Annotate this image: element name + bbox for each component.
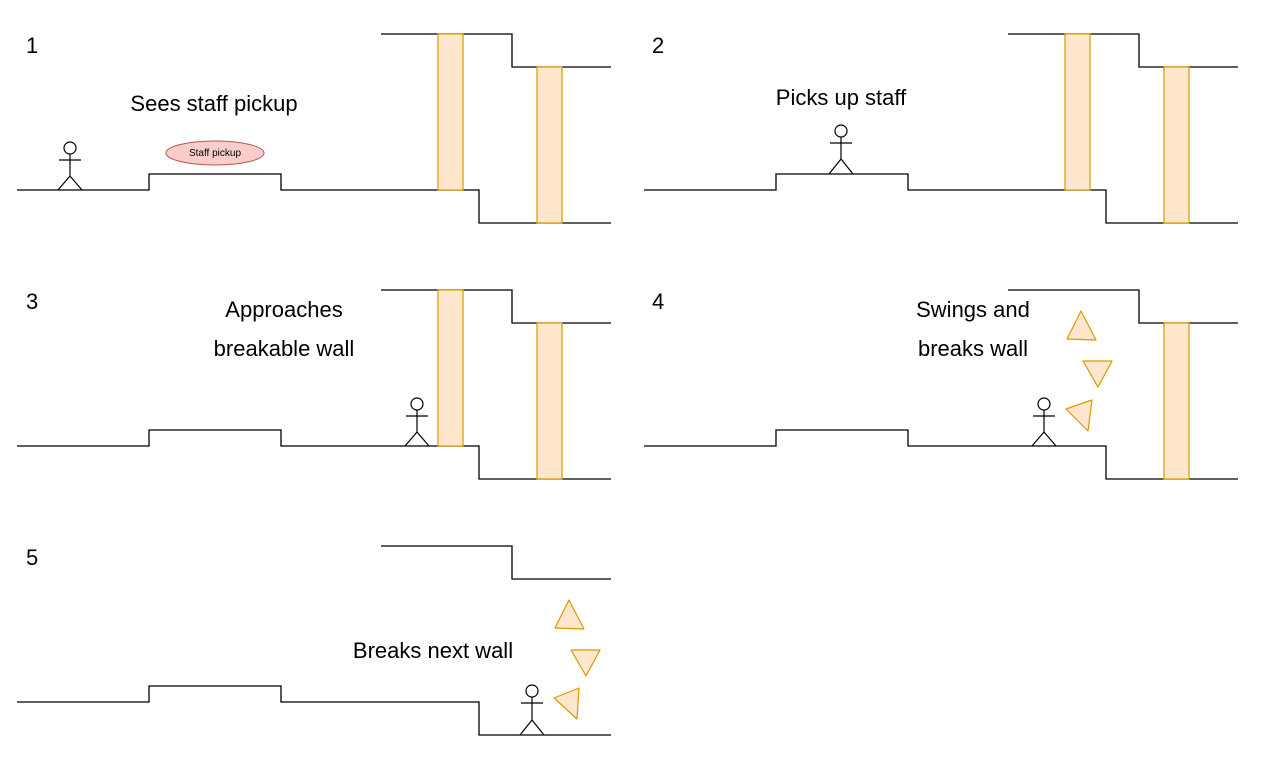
panel-number: 5	[26, 545, 38, 570]
staff-pickup-label: Staff pickup	[189, 148, 242, 159]
breakable-wall-next	[1163, 322, 1190, 480]
breakable-wall	[437, 289, 464, 447]
stick-figure	[519, 684, 545, 736]
staff-pickup	[165, 140, 265, 166]
wall-debris	[554, 599, 585, 630]
breakable-wall-next	[536, 322, 563, 480]
panel-caption-line-1: Approaches	[225, 297, 342, 322]
breakable-wall-next	[536, 66, 563, 224]
panel-caption: Picks up staff	[776, 85, 907, 110]
breakable-wall	[437, 33, 464, 191]
lower-ground-line	[17, 429, 611, 480]
wall-debris	[1065, 399, 1093, 432]
stick-figure	[57, 141, 83, 191]
stick-figure	[1031, 397, 1057, 447]
panel-2: 2 Picks up staff	[644, 33, 1238, 224]
lower-ground-line	[644, 173, 1238, 224]
upper-ledge-line	[1008, 33, 1238, 68]
wall-debris	[1082, 360, 1113, 388]
panel-3: 3 Approaches breakable wall	[17, 289, 611, 480]
panel-caption-line-1: Swings and	[916, 297, 1030, 322]
wall-debris	[553, 687, 580, 720]
lower-ground-line	[17, 685, 611, 736]
wall-debris	[1066, 310, 1097, 341]
panel-caption-line-2: breaks wall	[918, 336, 1028, 361]
lower-ground-line	[644, 429, 1238, 480]
upper-ledge-line	[1008, 289, 1238, 324]
panel-1: 1 Staff pickup Sees staff pickup	[17, 33, 611, 224]
panel-number: 4	[652, 289, 664, 314]
panel-number: 1	[26, 33, 38, 58]
breakable-wall	[1064, 33, 1091, 191]
upper-ledge-line	[381, 33, 611, 68]
lower-ground-line	[17, 173, 611, 224]
panel-number: 2	[652, 33, 664, 58]
panel-caption: Breaks next wall	[353, 638, 513, 663]
stick-figure	[404, 397, 430, 447]
panel-5: 5 Breaks next wall	[17, 545, 611, 736]
stick-figure	[828, 124, 854, 175]
breakable-wall-next	[1163, 66, 1190, 224]
upper-ledge-line	[381, 289, 611, 324]
panel-number: 3	[26, 289, 38, 314]
panel-caption: Sees staff pickup	[130, 91, 297, 116]
panel-4: 4 Swings and breaks wall	[644, 289, 1238, 480]
upper-ledge-line	[381, 545, 611, 580]
panel-caption-line-2: breakable wall	[214, 336, 355, 361]
wall-debris	[570, 649, 601, 677]
